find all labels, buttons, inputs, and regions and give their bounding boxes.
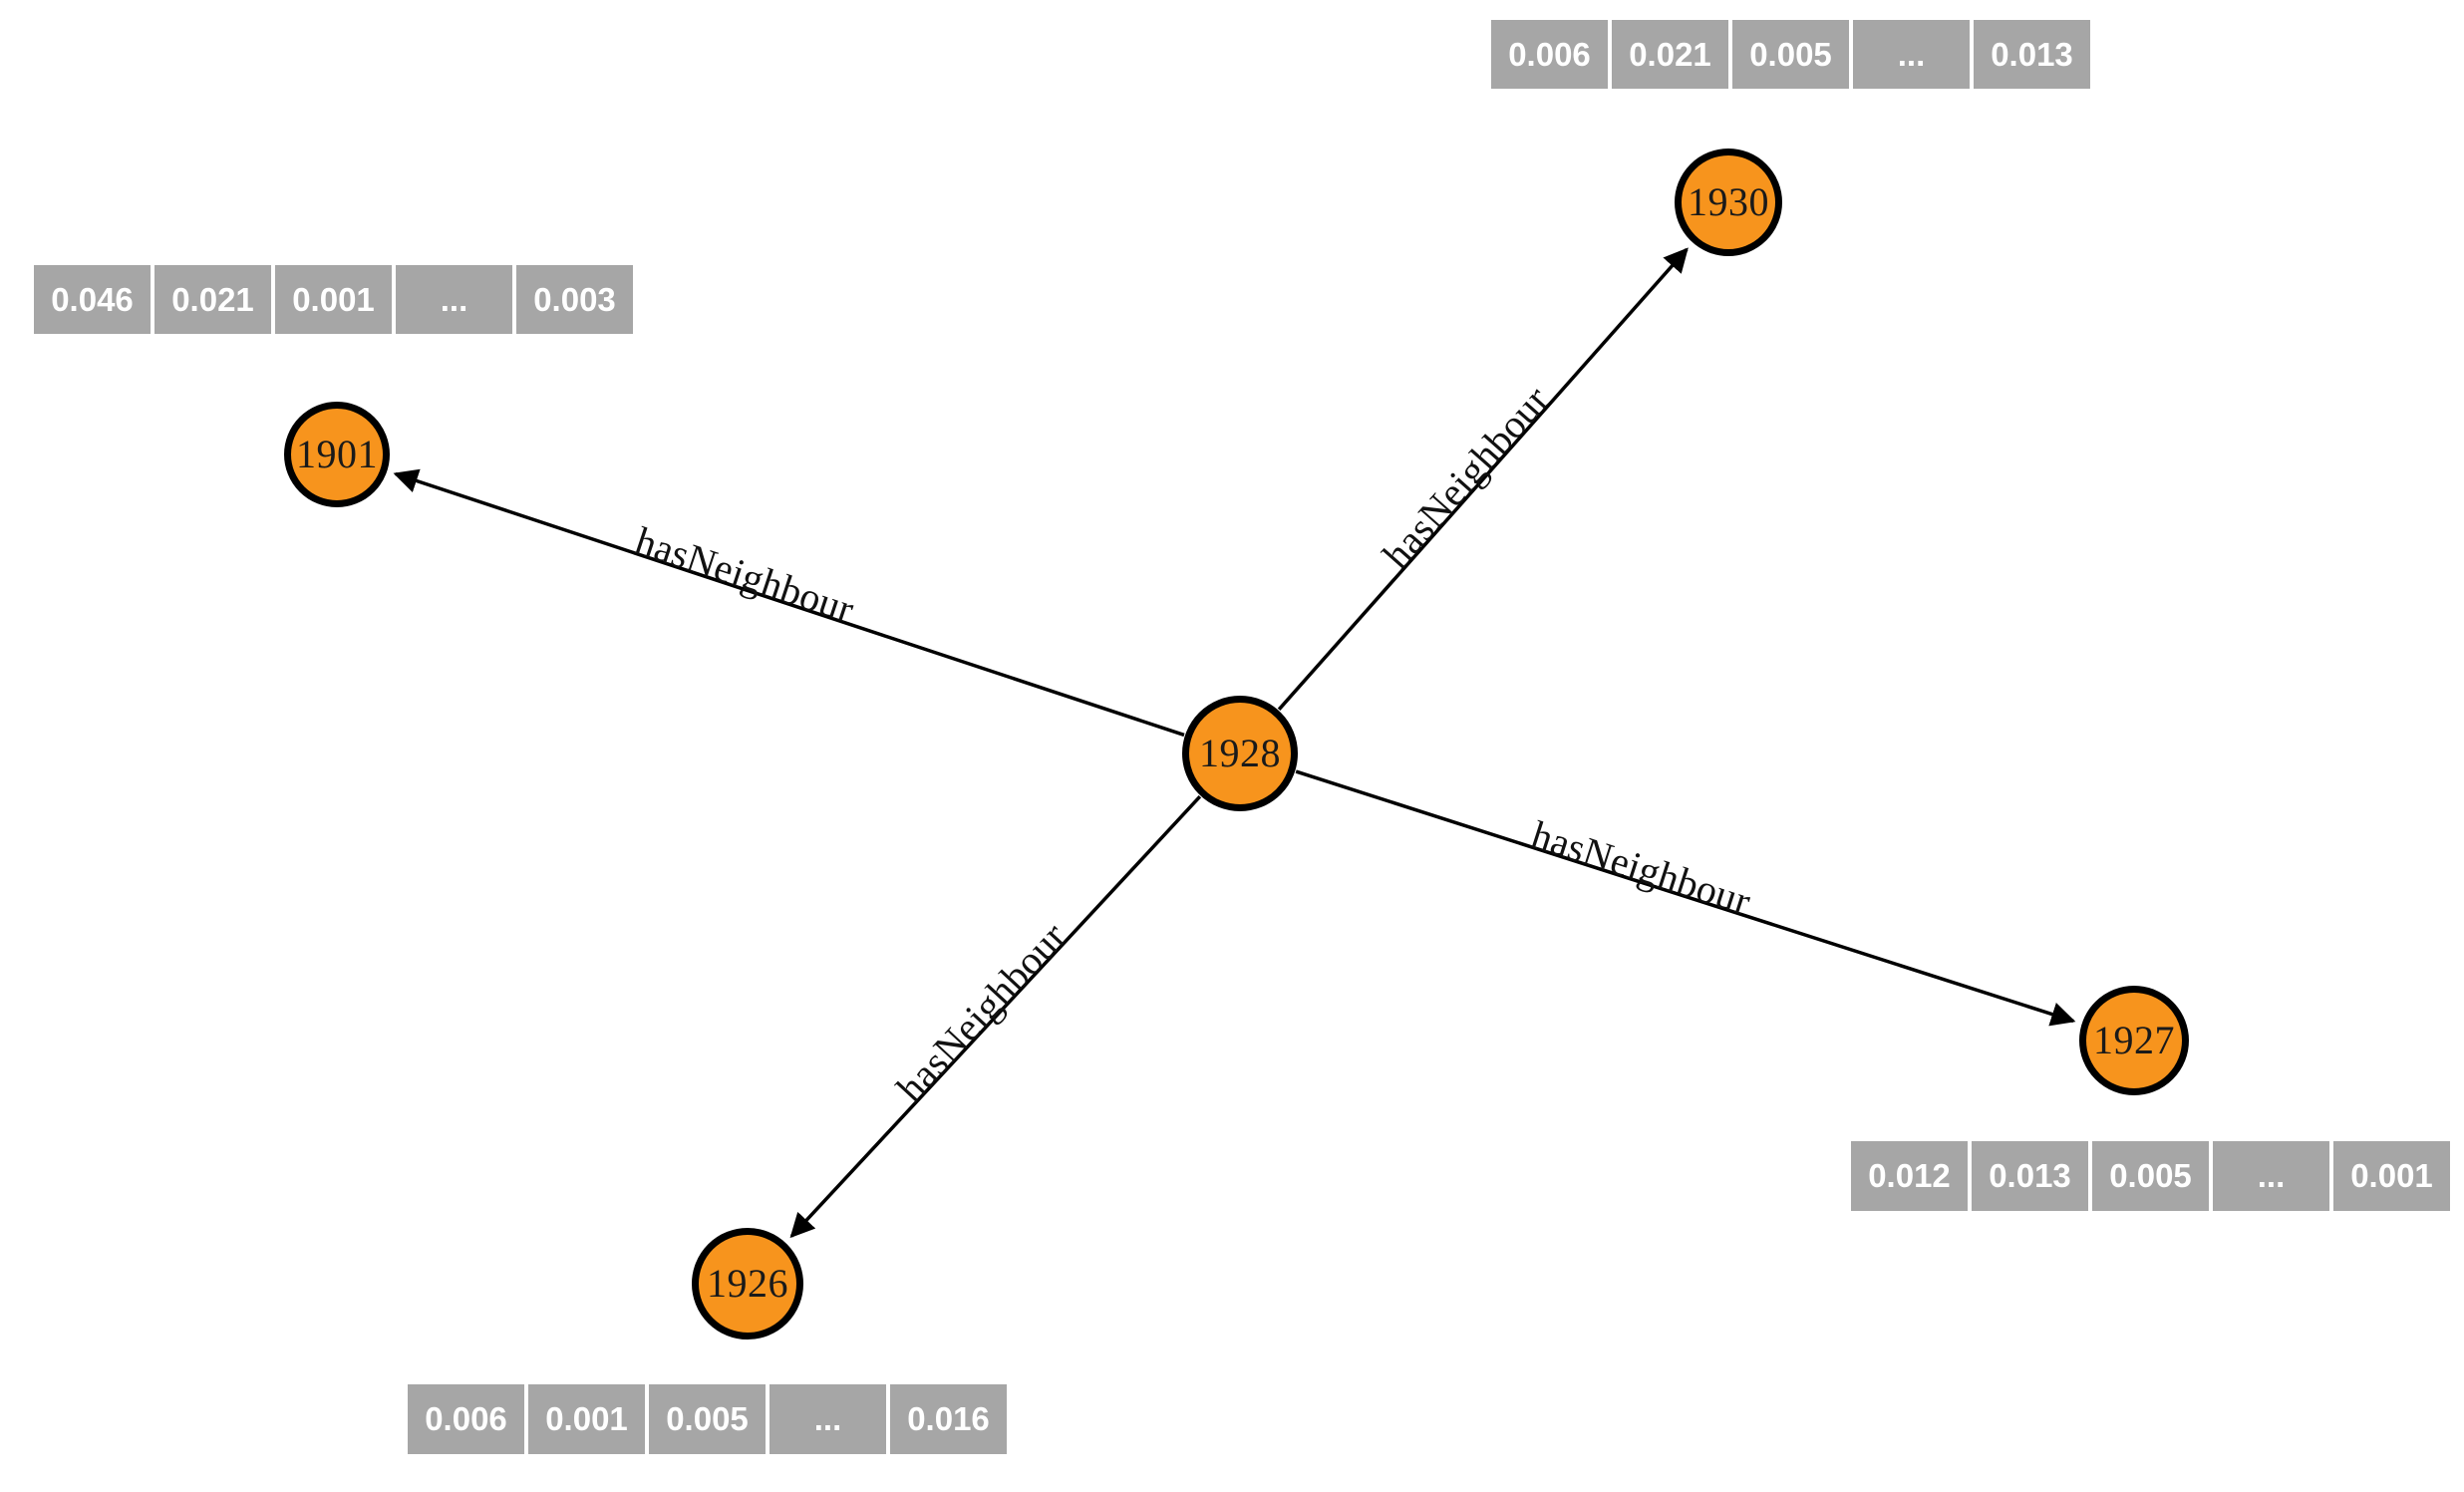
graph-node-label: 1927 [2093, 1018, 2175, 1062]
embedding-cell: 0.016 [890, 1384, 1007, 1454]
graph-node-1930[interactable]: 1930 [1675, 149, 1782, 256]
graph-node-1927[interactable]: 1927 [2079, 986, 2189, 1095]
embedding-cell: 0.013 [1972, 1141, 2088, 1211]
graph-edge-label: hasNeighbour [1374, 377, 1559, 577]
embedding-cell: ... [396, 265, 512, 334]
embedding-cell: 0.005 [1732, 20, 1849, 89]
embedding-cell: 0.003 [516, 265, 633, 334]
embedding-cell: 0.005 [2092, 1141, 2209, 1211]
embedding-cell: 0.013 [1974, 20, 2090, 89]
graph-node-1901[interactable]: 1901 [284, 402, 390, 507]
graph-node-label: 1928 [1199, 731, 1281, 775]
graph-node-label: 1926 [707, 1261, 788, 1306]
embedding-cell: 0.012 [1851, 1141, 1968, 1211]
embedding-cell: 0.021 [1612, 20, 1728, 89]
embedding-cell: 0.001 [275, 265, 392, 334]
graph-node-label: 1901 [296, 432, 378, 476]
embedding-cell: ... [1853, 20, 1970, 89]
embedding-cell: 0.001 [2333, 1141, 2450, 1211]
embedding-cell: 0.021 [154, 265, 271, 334]
graph-node-label: 1930 [1688, 179, 1769, 224]
embedding-cell: 0.006 [408, 1384, 524, 1454]
embedding-cell: 0.006 [1491, 20, 1608, 89]
embedding-cell: 0.005 [649, 1384, 766, 1454]
graph-edge-label: hasNeighbour [629, 517, 860, 632]
embedding-cell: ... [770, 1384, 886, 1454]
embedding-cell: 0.046 [34, 265, 151, 334]
graph-node-1926[interactable]: 1926 [692, 1228, 803, 1340]
graph-edge-label: hasNeighbour [887, 913, 1076, 1110]
graph-edge-label: hasNeighbour [1526, 811, 1757, 924]
graph-node-1928[interactable]: 1928 [1182, 696, 1298, 811]
embedding-cell: 0.001 [528, 1384, 645, 1454]
embedding-cell: ... [2213, 1141, 2329, 1211]
